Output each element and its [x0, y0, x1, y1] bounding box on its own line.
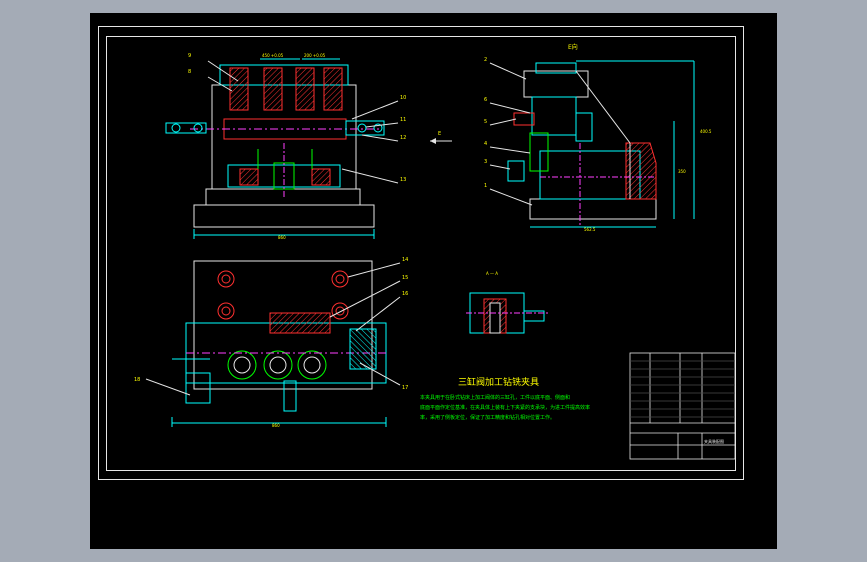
dim-side-height-inner: 350: [678, 169, 686, 174]
view-direction-arrow: [430, 138, 452, 144]
drawing-canvas: 9 8 10 11 12 13 860 450 +0.05 200 +0.05 …: [134, 43, 736, 460]
title-block: [629, 352, 736, 460]
dim-side-height-total: 400.5: [700, 129, 712, 134]
part-number-8: 8: [188, 69, 191, 75]
side-part-3: 3: [484, 159, 487, 165]
dim-top-width: 860: [272, 423, 280, 428]
top-part-16: 16: [402, 291, 408, 297]
notes-line-3: 率，采用了侧板定位，保证了加工精度和钻孔相对位置工作。: [420, 414, 555, 421]
dim-front-width: 860: [278, 235, 286, 240]
side-part-1: 1: [484, 183, 487, 189]
part-number-12: 12: [400, 135, 406, 141]
dim-front-top-right: 200 +0.05: [304, 53, 326, 58]
top-part-18: 18: [134, 377, 140, 383]
dim-side-width: 562.5: [584, 227, 596, 232]
notes-line-2: 底面平面作定位基准，在夹具体上装有上下夹紧的支承块，为进工件提高效率: [420, 404, 590, 411]
top-view: [145, 260, 401, 427]
cad-viewport[interactable]: 9 8 10 11 12 13 860 450 +0.05 200 +0.05 …: [90, 13, 777, 549]
part-number-11: 11: [400, 117, 406, 123]
side-part-2: 2: [484, 57, 487, 63]
section-view: [466, 292, 550, 334]
view-arrow-label: E: [438, 131, 441, 137]
drawing-border-outer: [98, 26, 744, 480]
drawing-border-inner: [106, 36, 736, 471]
drawing-title: 三缸阀加工钻铣夹具: [458, 376, 539, 388]
side-part-5: 5: [484, 119, 487, 125]
part-number-10: 10: [400, 95, 406, 101]
side-view: [489, 60, 695, 228]
part-number-13: 13: [400, 177, 406, 183]
dim-front-top-left: 450 +0.05: [262, 53, 284, 58]
top-part-15: 15: [402, 275, 408, 281]
side-part-4: 4: [484, 141, 487, 147]
side-part-6: 6: [484, 97, 487, 103]
section-label: A — A: [486, 271, 498, 276]
top-part-17: 17: [402, 385, 408, 391]
title-block-name: 夹具装配图: [704, 438, 724, 444]
part-number-9: 9: [188, 53, 191, 59]
top-part-14: 14: [402, 257, 408, 263]
front-view: [165, 58, 399, 239]
view-label-e: E向: [568, 43, 578, 51]
notes-line-1: 本夹具用于在卧式钻床上加工阀体的三缸孔，工件以底平面、侧面和: [420, 394, 570, 401]
